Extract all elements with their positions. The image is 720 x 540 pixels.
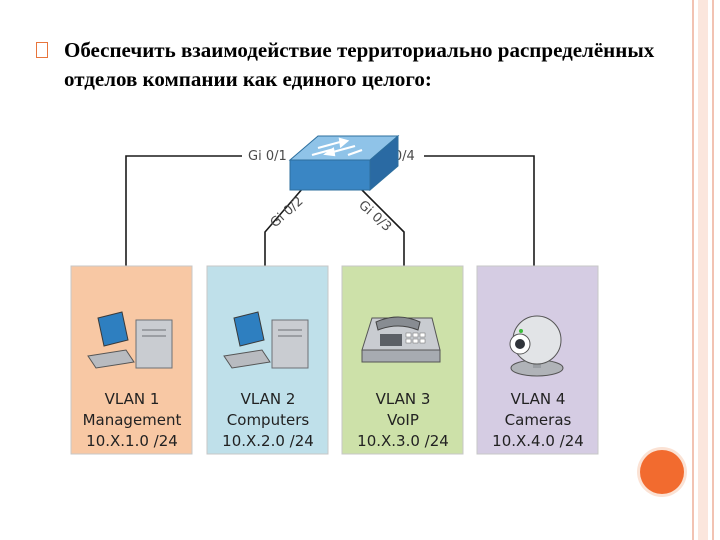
bullet-icon	[36, 42, 48, 58]
vlan-4-role: Cameras	[505, 411, 572, 429]
vlan-3-name: VLAN 3	[376, 390, 431, 408]
vlan-3-role: VoIP	[387, 411, 419, 429]
port-label-gi01: Gi 0/1	[248, 149, 287, 164]
decor-orange-circle	[640, 450, 684, 494]
vlan-1-subnet: 10.X.1.0 /24	[86, 432, 178, 450]
computer-icon	[87, 311, 173, 369]
vlan-2-name: VLAN 2	[241, 390, 296, 408]
vlan-4-subnet: 10.X.4.0 /24	[492, 432, 584, 450]
decor-rail-inner	[712, 0, 714, 540]
vlan-4-name: VLAN 4	[511, 390, 566, 408]
vlan-2-subnet: 10.X.2.0 /24	[222, 432, 314, 450]
vlan-1-name: VLAN 1	[105, 390, 160, 408]
vlan-1-role: Management	[83, 411, 182, 429]
vlan-2-role: Computers	[227, 411, 310, 429]
decor-rail-outer	[692, 0, 694, 540]
slide-bullet-text: Обеспечить взаимодействие территориально…	[64, 38, 655, 91]
decor-rail-band	[698, 0, 708, 540]
computer-icon	[223, 311, 309, 369]
link-vlan4	[396, 155, 535, 318]
web-camera-icon	[509, 315, 564, 377]
port-label-gi02: Gi 0/2	[268, 194, 307, 231]
ip-phone-icon	[361, 316, 441, 363]
link-vlan1	[125, 155, 292, 318]
network-switch-icon	[288, 134, 400, 192]
vlan-3-subnet: 10.X.3.0 /24	[357, 432, 449, 450]
